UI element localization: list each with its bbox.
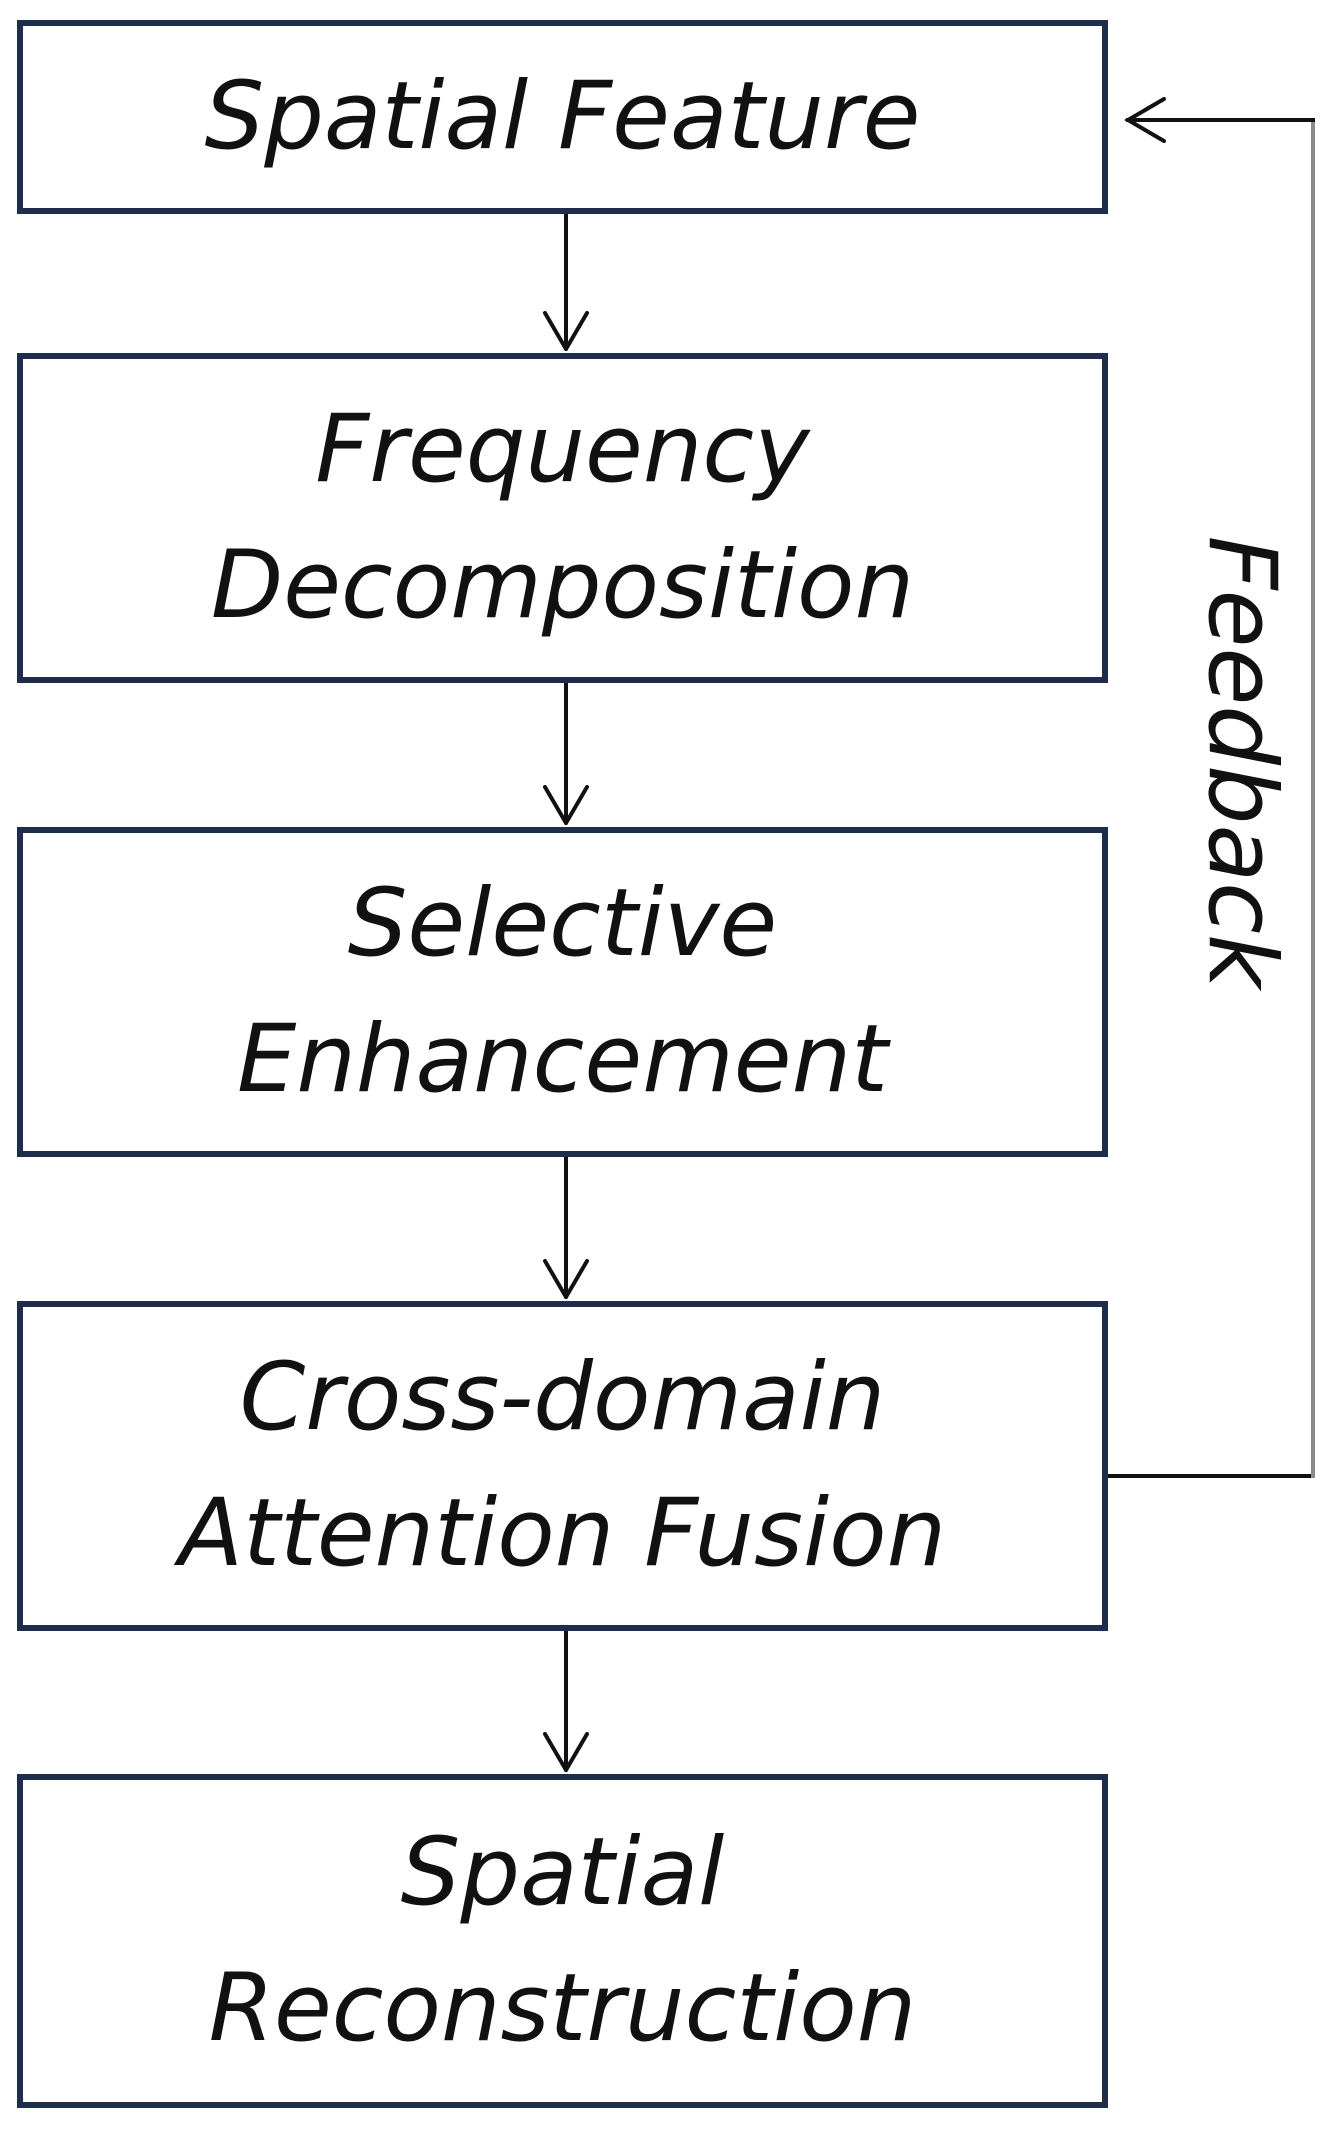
feedback-arrowhead — [1124, 97, 1166, 143]
node-label: Spatial Feature — [204, 62, 921, 171]
node-label-line-2: Reconstruction — [208, 1954, 917, 2063]
node-selective-enhancement: Selective Enhancement — [17, 827, 1108, 1157]
node-label-line-2: Enhancement — [236, 1005, 889, 1114]
node-label-line-1: Frequency — [315, 395, 810, 504]
node-label-line-2: Decomposition — [210, 531, 915, 640]
node-cross-domain-attention-fusion: Cross-domain Attention Fusion — [17, 1301, 1108, 1631]
arrowhead-1 — [543, 311, 589, 351]
arrowhead-3 — [543, 1259, 589, 1299]
node-label-line-1: Cross-domain — [239, 1343, 886, 1452]
node-label-line-1: Spatial — [400, 1818, 725, 1927]
node-label-line-2: Attention Fusion — [178, 1479, 947, 1588]
node-spatial-feature: Spatial Feature — [17, 20, 1108, 214]
node-frequency-decomposition: Frequency Decomposition — [17, 353, 1108, 683]
node-label-line-1: Selective — [347, 869, 778, 978]
arrowhead-2 — [543, 785, 589, 825]
feedback-label-text: Feedback — [1187, 535, 1296, 989]
node-spatial-reconstruction: Spatial Reconstruction — [17, 1774, 1108, 2108]
arrowhead-4 — [543, 1732, 589, 1772]
